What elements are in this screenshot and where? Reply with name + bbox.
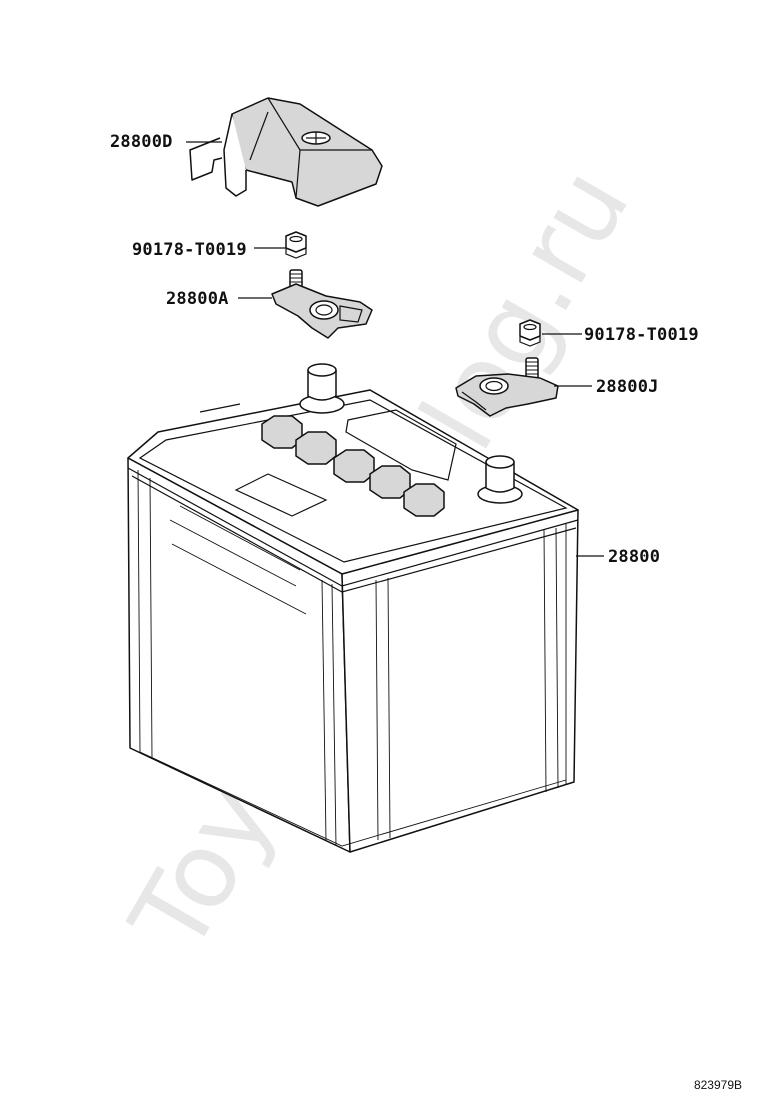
terminal-cover bbox=[189, 97, 383, 207]
terminal-clamp-j bbox=[455, 357, 559, 417]
terminal-clamp-a bbox=[271, 269, 373, 339]
callout-28800A: 28800A bbox=[166, 289, 229, 309]
nut-upper bbox=[285, 231, 307, 259]
callout-90178-T0019-upper: 90178-T0019 bbox=[132, 240, 247, 260]
nut-right bbox=[519, 319, 541, 347]
callout-28800D: 28800D bbox=[110, 132, 173, 152]
callout-90178-T0019-right: 90178-T0019 bbox=[584, 325, 699, 345]
callout-28800J: 28800J bbox=[596, 377, 659, 397]
figure-number: 823979B bbox=[693, 1078, 742, 1092]
callout-28800: 28800 bbox=[608, 547, 661, 567]
vent-caps bbox=[261, 415, 445, 517]
battery bbox=[127, 363, 579, 853]
